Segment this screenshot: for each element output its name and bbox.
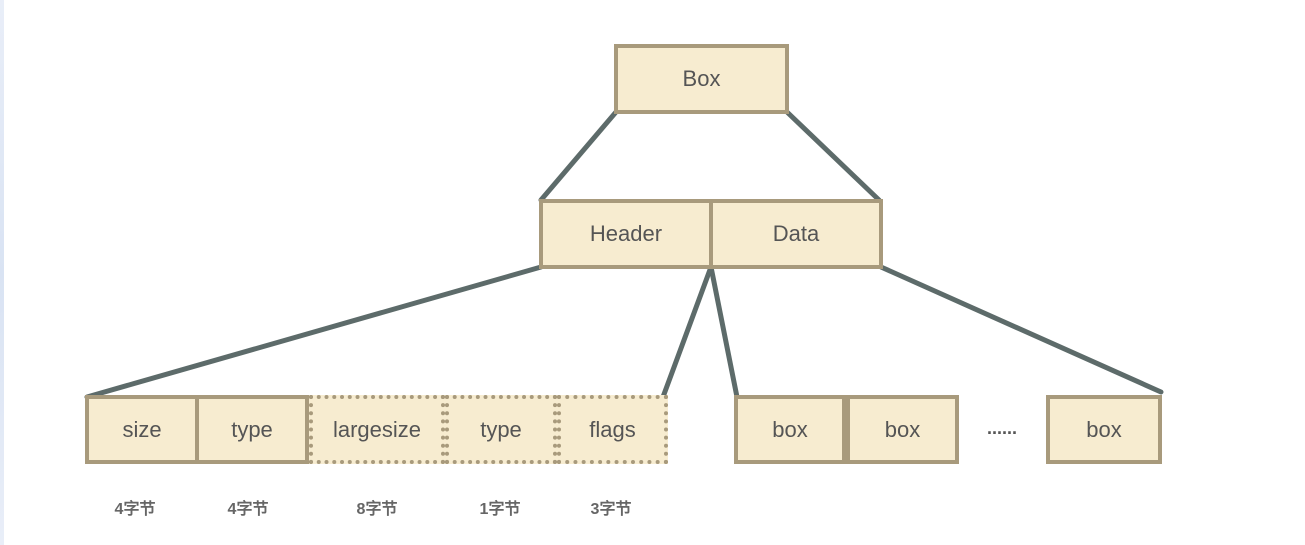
size-label-largesize: 8字节 bbox=[356, 501, 398, 518]
field-size-label: size bbox=[122, 416, 162, 442]
root-box: Box bbox=[614, 44, 789, 114]
header-label: Header bbox=[589, 221, 663, 246]
size-label-size: 4字节 bbox=[114, 501, 156, 518]
connector-box-to-header bbox=[538, 109, 619, 203]
child-box-2: box bbox=[846, 395, 959, 464]
field-largesize: largesize bbox=[309, 395, 445, 464]
field-type: type bbox=[199, 395, 309, 464]
header-box: Header bbox=[539, 199, 713, 269]
size-label-flags: 3字节 bbox=[590, 501, 632, 518]
field-largesize-label: largesize bbox=[332, 416, 422, 442]
field-version-type-label: type bbox=[480, 416, 522, 442]
root-box-label: Box bbox=[682, 66, 721, 91]
connector-header-to-size bbox=[84, 264, 544, 400]
field-flags-label: flags bbox=[589, 416, 636, 442]
connector-header-to-flags bbox=[660, 264, 714, 400]
left-edge-strip bbox=[0, 0, 4, 545]
size-label-type: 4字节 bbox=[227, 501, 269, 518]
connector-data-to-box1 bbox=[708, 264, 740, 400]
field-type-label: type bbox=[231, 416, 273, 442]
child-box-3: box bbox=[1046, 395, 1162, 464]
ellipsis: ...... bbox=[987, 418, 1018, 438]
field-flags: flags bbox=[557, 395, 668, 464]
data-label: Data bbox=[772, 221, 820, 246]
field-version-type: type bbox=[445, 395, 557, 464]
field-size: size bbox=[85, 395, 199, 464]
connector-box-to-data bbox=[784, 109, 882, 203]
child-box-3-label: box bbox=[1086, 416, 1122, 442]
size-label-version-type: 1字节 bbox=[479, 501, 521, 518]
child-box-1: box bbox=[734, 395, 846, 464]
child-box-2-label: box bbox=[884, 416, 921, 442]
data-box: Data bbox=[713, 199, 883, 269]
child-box-1-label: box bbox=[772, 416, 808, 442]
connector-data-to-box3 bbox=[878, 264, 1164, 395]
